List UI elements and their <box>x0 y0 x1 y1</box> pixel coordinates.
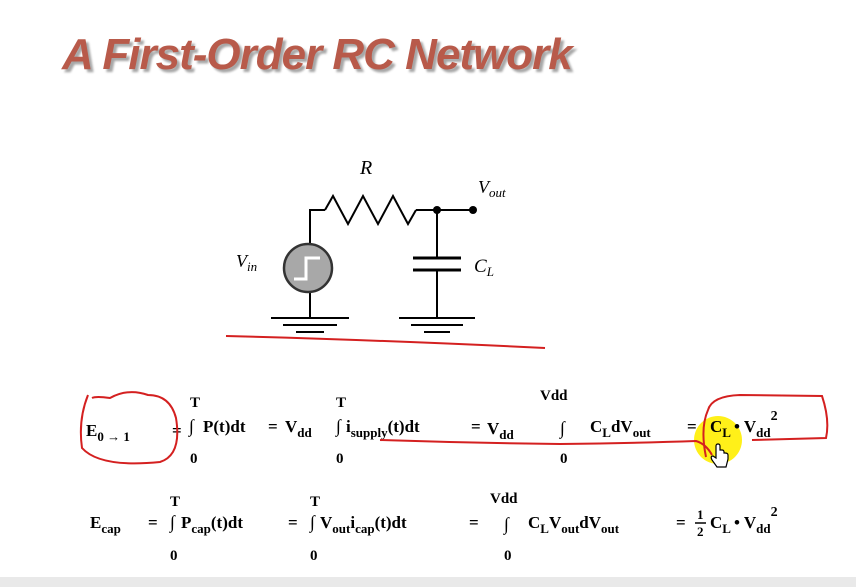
svg-text:=: = <box>687 417 697 436</box>
svg-text:0: 0 <box>560 451 568 467</box>
slide-title: A First-Order RC Network <box>62 30 573 79</box>
svg-text:Pcap(t)dt: Pcap(t)dt <box>181 513 243 536</box>
rc-circuit <box>309 193 473 318</box>
input-wire <box>309 209 325 246</box>
svg-text:Vouticap(t)dt: Vouticap(t)dt <box>320 513 407 536</box>
svg-text:Ecap: Ecap <box>90 513 121 536</box>
svg-text:CLdVout: CLdVout <box>590 417 651 440</box>
ground-left-icon <box>271 317 349 333</box>
svg-text:isupply(t)dt: isupply(t)dt <box>346 417 420 440</box>
svg-text:∫: ∫ <box>169 512 176 533</box>
svg-text:∫: ∫ <box>503 514 510 535</box>
annotation-lhs-circle <box>79 391 179 465</box>
equation-energy-transition: E0 → 1 = T ∫ 0 P(t)dt = Vdd T ∫ 0 isuppl… <box>86 388 697 467</box>
input-label: Vin <box>236 251 257 274</box>
svg-text:=: = <box>471 417 481 436</box>
svg-text:1: 1 <box>697 507 704 522</box>
svg-text:=: = <box>469 513 479 532</box>
svg-text:E0 → 1: E0 → 1 <box>86 421 130 444</box>
svg-text:T: T <box>170 494 180 510</box>
svg-text:T: T <box>336 395 346 411</box>
annotation-strike-line <box>379 439 713 456</box>
svg-text:0: 0 <box>170 548 178 564</box>
svg-text:CL• Vdd2: CL• Vdd2 <box>710 505 778 536</box>
svg-text:2: 2 <box>697 524 704 539</box>
annotation-result-bracket <box>702 393 829 458</box>
svg-text:CLVoutdVout: CLVoutdVout <box>528 513 620 536</box>
hand-cursor-icon <box>710 443 729 468</box>
svg-text:Vdd: Vdd <box>540 388 568 404</box>
resistor-label: R <box>359 157 372 179</box>
svg-text:CL• Vdd2: CL• Vdd2 <box>710 409 778 440</box>
svg-text:=: = <box>268 417 278 436</box>
ground-right-icon <box>399 317 475 333</box>
svg-text:∫: ∫ <box>188 416 195 437</box>
output-node-dot <box>433 206 441 214</box>
svg-text:0: 0 <box>504 548 512 564</box>
bottom-bar <box>0 577 856 587</box>
svg-text:∫: ∫ <box>559 418 566 439</box>
svg-text:Vdd: Vdd <box>490 491 518 507</box>
output-terminal-dot <box>469 206 477 214</box>
capacitor-label: CL <box>474 256 494 279</box>
svg-text:=: = <box>676 513 686 532</box>
svg-text:0: 0 <box>310 548 318 564</box>
svg-text:Vdd: Vdd <box>487 419 515 442</box>
equation-cap-energy: Ecap = T ∫ 0 Pcap(t)dt = T ∫ 0 Vouticap(… <box>90 491 778 564</box>
svg-text:T: T <box>310 494 320 510</box>
output-label: Vout <box>478 177 506 200</box>
svg-text:P(t)dt: P(t)dt <box>203 417 246 436</box>
svg-text:=: = <box>288 513 298 532</box>
svg-text:0: 0 <box>336 451 344 467</box>
svg-text:∫: ∫ <box>335 416 342 437</box>
svg-text:0: 0 <box>190 451 198 467</box>
svg-text:∫: ∫ <box>309 512 316 533</box>
step-source-icon <box>282 242 334 294</box>
annotation-underline <box>225 335 546 349</box>
svg-text:=: = <box>148 513 158 532</box>
equation-energy-result: CL• Vdd2 <box>710 409 778 440</box>
svg-text:Vdd: Vdd <box>285 417 313 440</box>
svg-text:T: T <box>190 395 200 411</box>
resistor <box>324 193 417 227</box>
